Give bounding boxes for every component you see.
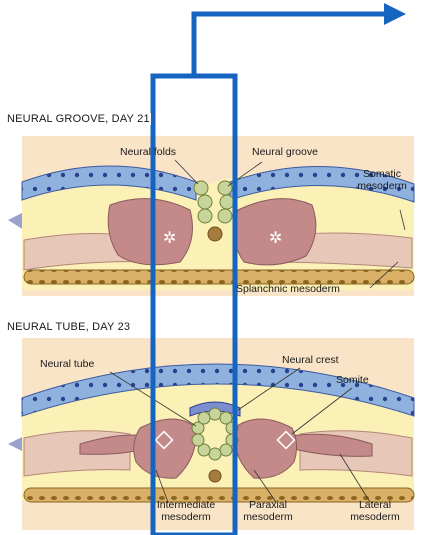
- label-somite: Somite: [336, 374, 369, 386]
- arrow-head-icon: [384, 3, 406, 25]
- label-line: Paraxial: [240, 499, 296, 511]
- label-line: Somatic: [354, 168, 410, 180]
- label-neural-crest: Neural crest: [282, 354, 339, 366]
- label-line: Lateral: [340, 499, 410, 511]
- star-marker-left: ✲: [163, 228, 176, 247]
- label-splanchnic-mesoderm: Splanchnic mesoderm: [236, 283, 340, 295]
- label-line: mesoderm: [150, 511, 222, 523]
- label-paraxial-mesoderm: Paraxial mesoderm: [240, 499, 296, 523]
- label-neural-groove: Neural groove: [252, 146, 318, 158]
- notochord: [208, 227, 222, 241]
- label-somatic-mesoderm: Somatic mesoderm: [354, 168, 410, 192]
- endoderm-layer: [24, 270, 414, 284]
- section-pointer: [8, 212, 24, 230]
- label-lateral-mesoderm: Lateral mesoderm: [340, 499, 410, 523]
- highlight-connector: [194, 14, 386, 76]
- label-line: Intermediate: [150, 499, 222, 511]
- panel-title-groove: NEURAL GROOVE, DAY 21: [6, 113, 151, 125]
- label-neural-folds: Neural folds: [120, 146, 176, 158]
- label-line: mesoderm: [340, 511, 410, 523]
- star-marker-right: ✲: [269, 228, 282, 247]
- label-intermediate-mesoderm: Intermediate mesoderm: [150, 499, 222, 523]
- section-pointer: [8, 436, 24, 452]
- notochord: [209, 470, 221, 482]
- label-neural-tube: Neural tube: [40, 358, 94, 370]
- paraxial-mesoderm-left: [108, 199, 192, 265]
- panel-title-tube: NEURAL TUBE, DAY 23: [6, 321, 131, 333]
- label-line: mesoderm: [354, 180, 410, 192]
- label-line: mesoderm: [240, 511, 296, 523]
- panel-neural-groove: ✲ ✲: [8, 136, 414, 296]
